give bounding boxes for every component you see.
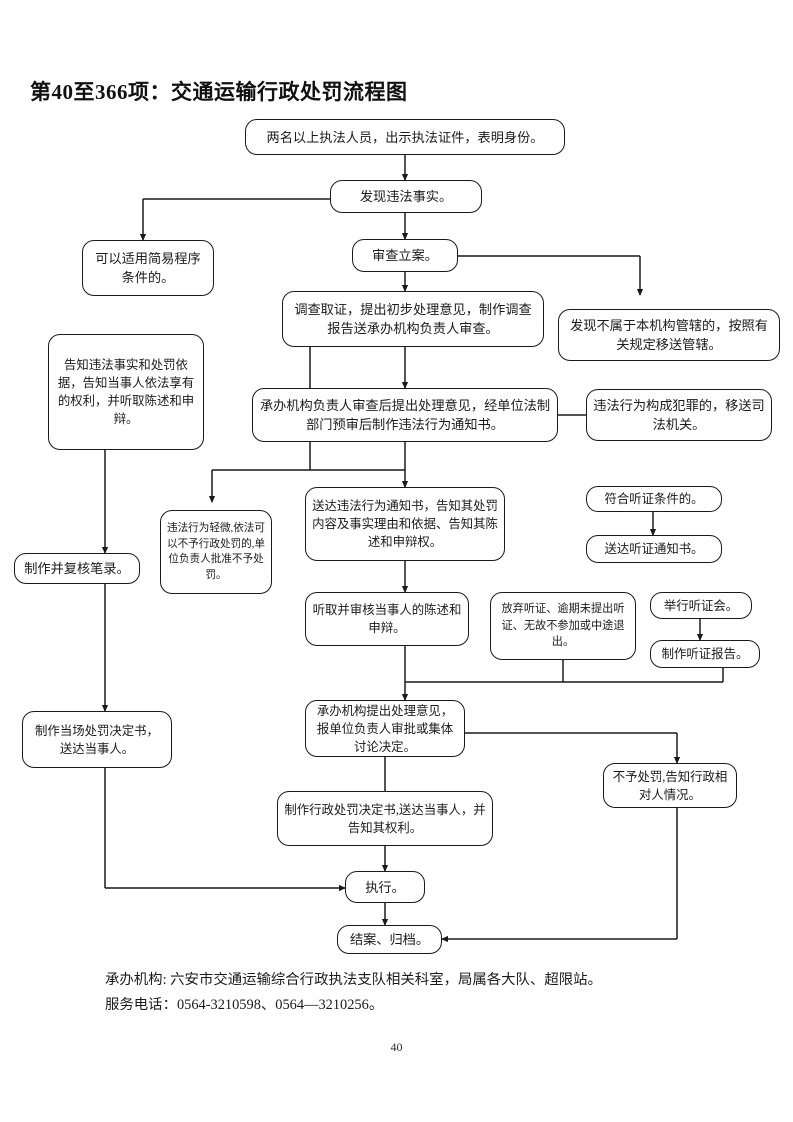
node-label: 违法行为构成犯罪的，移送司法机关。 bbox=[593, 398, 765, 432]
node-label: 执行。 bbox=[365, 879, 405, 895]
node-label: 符合听证条件的。 bbox=[604, 492, 704, 506]
node-transfer-judicial: 违法行为构成犯罪的，移送司法机关。 bbox=[586, 389, 772, 441]
node-label: 承办机构负责人审查后提出处理意见，经单位法制部门预审后制作违法行为通知书。 bbox=[259, 398, 551, 432]
node-label: 送达违法行为通知书，告知其处罚内容及事实理由和依据、告知其陈述和申辩权。 bbox=[312, 499, 498, 549]
node-label: 举行听证会。 bbox=[663, 598, 739, 613]
node-label: 承办机构提出处理意见，报单位负责人审批或集体讨论决定。 bbox=[316, 703, 454, 754]
node-investigate-evidence: 调查取证，提出初步处理意见，制作调查报告送承办机构负责人审查。 bbox=[282, 291, 544, 347]
node-minor-violation-no-penalty: 违法行为轻微,依法可以不予行政处罚的,单位负责人批准不予处罚。 bbox=[160, 510, 272, 594]
node-label: 制作当场处罚决定书，送达当事人。 bbox=[35, 723, 159, 756]
node-hearing-conditions-met: 符合听证条件的。 bbox=[586, 486, 722, 512]
footer-line-agency: 承办机构: 六安市交通运输综合行政执法支队相关科室，局属各大队、超限站。 bbox=[105, 972, 602, 988]
node-label: 结案、归档。 bbox=[349, 932, 430, 947]
page-number: 40 bbox=[390, 1040, 403, 1054]
node-label: 违法行为轻微,依法可以不予行政处罚的,单位负责人批准不予处罚。 bbox=[167, 523, 265, 581]
node-waive-hearing: 放弃听证、逾期未提出听证、无故不参加或中途退出。 bbox=[490, 592, 636, 660]
footer-line-phone: 服务电话：0564-3210598、0564—3210256。 bbox=[105, 997, 384, 1013]
node-propose-handling-opinion: 承办机构提出处理意见，报单位负责人审批或集体讨论决定。 bbox=[305, 700, 465, 757]
footer-contact: 承办机构: 六安市交通运输综合行政执法支队相关科室，局属各大队、超限站。 服务电… bbox=[105, 968, 705, 1018]
node-label: 发现违法事实。 bbox=[359, 189, 453, 204]
node-label: 送达听证通知书。 bbox=[604, 542, 704, 556]
node-label: 听取并审核当事人的陈述和申辩。 bbox=[312, 603, 462, 635]
node-serve-violation-notice: 送达违法行为通知书，告知其处罚内容及事实理由和依据、告知其陈述和申辩权。 bbox=[305, 487, 505, 561]
node-label: 可以适用简易程序条件的。 bbox=[95, 251, 201, 285]
node-summary-procedure-conditions: 可以适用简易程序条件的。 bbox=[82, 240, 214, 296]
node-label: 制作听证报告。 bbox=[661, 647, 749, 661]
node-serve-hearing-notice: 送达听证通知书。 bbox=[586, 535, 722, 563]
node-label: 调查取证，提出初步处理意见，制作调查报告送承办机构负责人审查。 bbox=[294, 302, 532, 336]
node-label: 制作行政处罚决定书,送达当事人，并告知其权利。 bbox=[284, 802, 486, 835]
node-label: 放弃听证、逾期未提出听证、无故不参加或中途退出。 bbox=[501, 603, 625, 649]
node-no-penalty-inform: 不予处罚,告知行政相对人情况。 bbox=[603, 763, 737, 808]
node-discover-violation: 发现违法事实。 bbox=[330, 180, 482, 213]
node-hold-hearing: 举行听证会。 bbox=[650, 592, 752, 619]
node-label: 不予处罚,告知行政相对人情况。 bbox=[612, 769, 728, 802]
node-head-review-opinion: 承办机构负责人审查后提出处理意见，经单位法制部门预审后制作违法行为通知书。 bbox=[252, 388, 558, 442]
node-identify-officers: 两名以上执法人员，出示执法证件，表明身份。 bbox=[245, 119, 565, 155]
node-make-hearing-report: 制作听证报告。 bbox=[650, 640, 760, 668]
node-make-review-record: 制作并复核笔录。 bbox=[14, 553, 140, 584]
node-review-filing: 审查立案。 bbox=[352, 239, 458, 272]
node-close-archive: 结案、归档。 bbox=[337, 925, 442, 954]
node-label: 发现不属于本机构管辖的，按照有关规定移送管辖。 bbox=[570, 318, 768, 352]
node-onsite-penalty-decision: 制作当场处罚决定书，送达当事人。 bbox=[22, 711, 172, 768]
node-label: 两名以上执法人员，出示执法证件，表明身份。 bbox=[266, 129, 544, 145]
node-inform-facts-rights: 告知违法事实和处罚依据，告知当事人依法享有的权利，并听取陈述和申辩。 bbox=[48, 334, 204, 450]
node-transfer-jurisdiction: 发现不属于本机构管辖的，按照有关规定移送管辖。 bbox=[558, 309, 780, 361]
node-administrative-penalty-decision: 制作行政处罚决定书,送达当事人，并告知其权利。 bbox=[277, 791, 493, 846]
node-hear-review-statement: 听取并审核当事人的陈述和申辩。 bbox=[305, 592, 469, 646]
node-label: 告知违法事实和处罚依据，告知当事人依法享有的权利，并听取陈述和申辩。 bbox=[57, 358, 195, 426]
page-title: 第40至366项：交通运输行政处罚流程图 bbox=[30, 80, 408, 104]
node-label: 审查立案。 bbox=[372, 248, 438, 263]
node-label: 制作并复核笔录。 bbox=[24, 561, 130, 576]
node-execute: 执行。 bbox=[345, 871, 425, 903]
